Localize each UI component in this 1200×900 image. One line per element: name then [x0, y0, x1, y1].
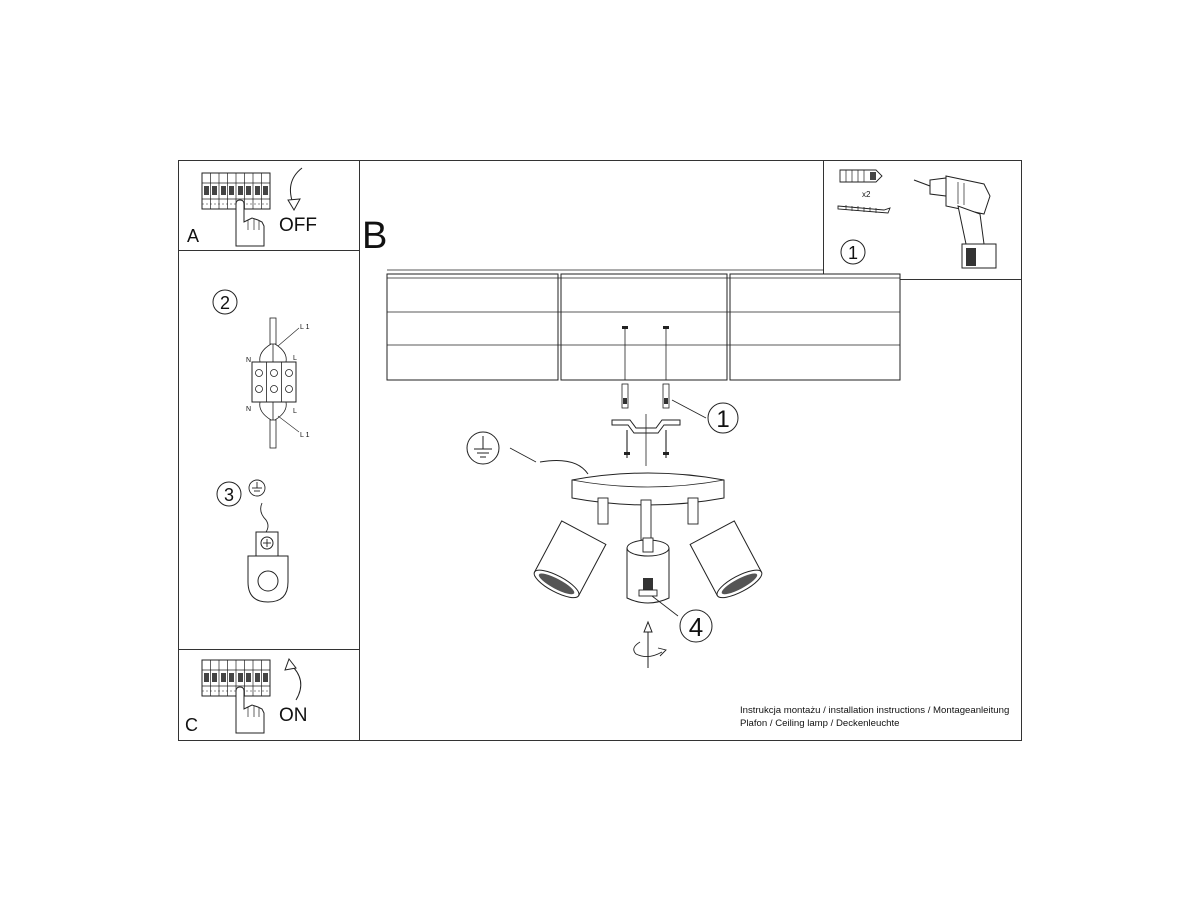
panel-c: C ON: [185, 657, 308, 735]
spot-right: [689, 520, 763, 599]
anchor-multiplier: x2: [862, 190, 871, 199]
panel-c-letter: C: [185, 715, 198, 735]
caption-line-2: Plafon / Ceiling lamp / Deckenleuchte: [740, 718, 900, 729]
earth-wire: [260, 502, 269, 533]
wall-plug-icon: [662, 383, 670, 409]
arrow-up-icon: [643, 620, 653, 633]
spot-arm: [640, 499, 652, 541]
n-bottom-label: N: [246, 406, 251, 413]
earth-callout: [466, 431, 589, 475]
l-top-label: L: [293, 355, 297, 362]
lamp-canopy: [571, 472, 725, 506]
screw-icon: [270, 369, 278, 377]
step-1-mount-number: 1: [716, 406, 729, 433]
step-1-tools-number: 1: [848, 243, 858, 263]
caption-line-1: Instrukcja montażu / installation instru…: [740, 705, 1010, 716]
arrow-up-icon: [289, 663, 302, 701]
rotate-icon: [633, 641, 663, 657]
mounting-bracket: [611, 419, 681, 434]
ceiling-lamp: 4: [533, 472, 763, 668]
spot-left: [533, 520, 607, 599]
step-4-callout: [679, 609, 713, 643]
mounting-step: 1: [611, 326, 739, 466]
screw-icon: [643, 578, 653, 590]
tools-step: x2 1: [837, 169, 997, 269]
terminal-block: [251, 361, 297, 403]
screw-icon: [255, 385, 263, 393]
n-top-label: N: [246, 357, 251, 364]
spot-arm: [597, 497, 609, 525]
ceiling-panel: [560, 273, 728, 381]
cable-top: [269, 317, 277, 345]
ceiling: [386, 269, 901, 381]
earth-step: 3: [216, 479, 289, 603]
screw-icon: [255, 369, 263, 377]
earth-wire: [539, 460, 589, 475]
wall-plug-icon: [621, 383, 629, 409]
step-2-badge: [212, 289, 238, 315]
l-bottom-label: L: [293, 408, 297, 415]
on-label: ON: [279, 705, 308, 726]
cable-bottom: [269, 419, 277, 449]
panel-a: A OFF: [187, 167, 317, 247]
ceiling-panel: [386, 273, 559, 381]
l1-top-label: L 1: [300, 324, 310, 331]
panel-b-letter: B: [362, 215, 387, 257]
step-2-number: 2: [220, 293, 230, 313]
outer-frame: [178, 160, 1022, 741]
spot-center: [626, 547, 670, 604]
wiring-step: 2 L 1 N L N L L 1: [212, 289, 310, 449]
off-label: OFF: [279, 215, 317, 236]
ceiling-panel: [729, 273, 901, 381]
l1-bottom-label: L 1: [300, 432, 310, 439]
screw-icon: [285, 369, 293, 377]
step-3-number: 3: [224, 485, 234, 505]
screw-icon: [270, 385, 278, 393]
step-3-badge: [216, 481, 242, 507]
step-4-number: 4: [689, 612, 703, 642]
caption: Instrukcja montażu / installation instru…: [740, 704, 1009, 730]
step-1-badge: [840, 239, 866, 265]
spot-arm: [687, 497, 699, 525]
step-1-callout: [707, 402, 739, 434]
drill-icon: [913, 175, 997, 269]
panel-a-letter: A: [187, 226, 199, 246]
screw-icon: [285, 385, 293, 393]
